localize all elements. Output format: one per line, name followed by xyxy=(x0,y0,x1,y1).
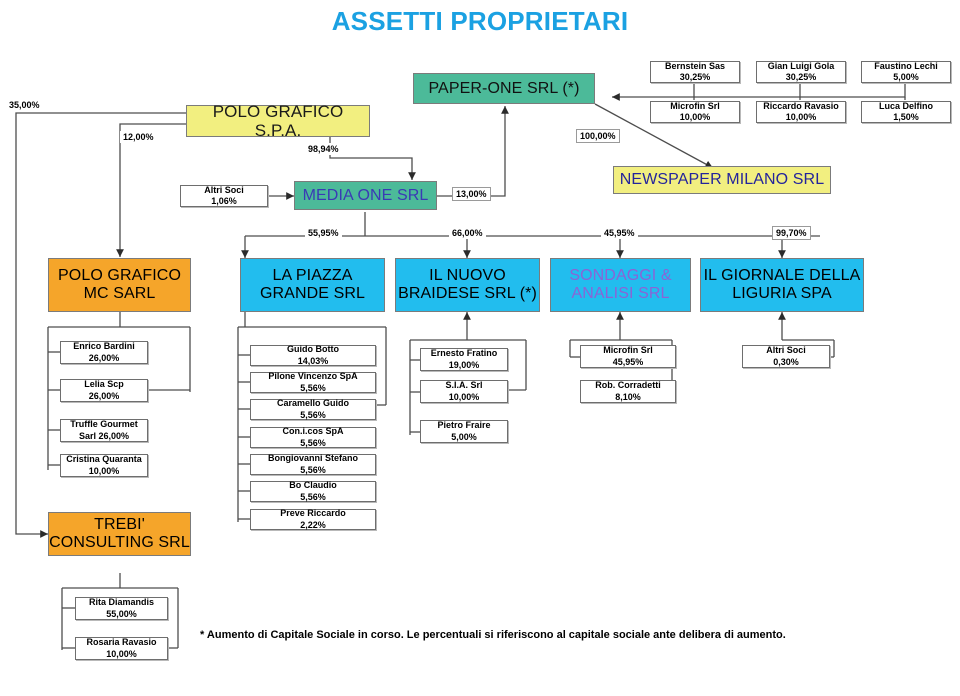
edge-label-polo-to-media: 98,94% xyxy=(305,143,342,155)
company-sondaggi-analisi[interactable]: SONDAGGI & ANALISI SRL xyxy=(550,258,691,312)
shareholder-pct: 5,56% xyxy=(300,409,326,420)
shareholder-name: Bo Claudio xyxy=(289,480,337,491)
shareholder-pct: 30,25% xyxy=(785,72,817,82)
shareholder-pct: 55,00% xyxy=(106,608,137,619)
shareholder-name: Rita Diamandis xyxy=(88,597,155,608)
shareholder-pct: 10,00% xyxy=(448,391,480,402)
shareholder-pct: 26,00% xyxy=(88,390,120,401)
shareholder-name: Rosaria Ravasio xyxy=(86,637,157,648)
company-il-giornale-liguria[interactable]: IL GIORNALE DELLA LIGURIA SPA xyxy=(700,258,864,312)
shareholder-pct: 5,56% xyxy=(300,437,326,448)
shareholder-name: Microfin Srl xyxy=(603,345,653,356)
shareholder-pct: 14,03% xyxy=(297,355,329,366)
shareholder-name: Altri Soci xyxy=(204,184,244,195)
shareholder-pct: 2,22% xyxy=(300,519,326,530)
shareholder-name: Rob. Corradetti xyxy=(595,380,661,391)
edge-label-polo-to-trebi: 12,00% xyxy=(120,131,157,143)
company-la-piazza-grande[interactable]: LA PIAZZA GRANDE SRL xyxy=(240,258,385,312)
shareholder-pct: 5,56% xyxy=(300,464,326,475)
edge-label-media-to-braidese: 66,00% xyxy=(449,227,486,239)
shareholder-pct: 5,56% xyxy=(300,491,326,502)
shareholder-name: Truffle Gourmet xyxy=(70,419,138,430)
shareholder-pct: 10,00% xyxy=(785,112,817,122)
shareholder-name: Luca Delfino xyxy=(878,100,933,111)
shareholder-pct: 5,56% xyxy=(300,382,326,393)
shareholder-pct: 10,00% xyxy=(679,112,711,122)
shareholder-pct: 5,00% xyxy=(451,431,477,442)
shareholder-name: Microfin Srl xyxy=(670,100,720,111)
shareholder-pct: 1,50% xyxy=(893,112,919,122)
company-media-one[interactable]: MEDIA ONE SRL xyxy=(294,181,437,210)
shareholder-name: Lelia Scp xyxy=(84,379,124,390)
edge-label-media-to-sondaggi: 45,95% xyxy=(601,227,638,239)
edge-label-media-to-piazza: 55,95% xyxy=(305,227,342,239)
shareholder-name: Pietro Fraire xyxy=(437,420,491,431)
shareholder-pct: 26,00% xyxy=(88,352,120,363)
edge-label-paper-to-news: 100,00% xyxy=(576,129,620,143)
shareholder-name: Cristina Quaranta xyxy=(66,454,142,465)
shareholder-pct: 19,00% xyxy=(448,359,480,370)
shareholder-name: Gian Luigi Gola xyxy=(767,60,835,71)
company-polo-grafico-spa[interactable]: POLO GRAFICO S.P.A. xyxy=(186,102,370,140)
page-title: ASSETTI PROPRIETARI xyxy=(331,6,629,36)
shareholder-pct: 45,95% xyxy=(612,356,644,367)
shareholder-name: Pilone Vincenzo SpA xyxy=(268,371,358,382)
edge-label-media-to-liguria: 99,70% xyxy=(772,226,811,240)
shareholder-name: Riccardo Ravasio xyxy=(763,100,839,111)
shareholder-name: Caramello Guido xyxy=(276,398,349,409)
shareholder-name: Faustino Lechi xyxy=(874,60,938,71)
company-trebi-consulting[interactable]: TREBI' CONSULTING SRL xyxy=(48,512,191,556)
edge-label-polo-to-mc: 35,00% xyxy=(6,99,43,111)
shareholder-pct: 5,00% xyxy=(893,72,919,82)
shareholder-name: Ernesto Fratino xyxy=(430,348,498,359)
shareholder-name: Enrico Bardini xyxy=(73,341,135,352)
edge-label-media-to-paper: 13,00% xyxy=(452,187,491,201)
shareholder-pct: 0,30% xyxy=(773,356,799,367)
shareholder-name: Bongiovanni Stefano xyxy=(268,453,358,464)
shareholder-pct: 10,00% xyxy=(106,648,137,659)
company-polo-grafico-mc[interactable]: POLO GRAFICO MC SARL xyxy=(48,258,191,312)
footnote: * Aumento di Capitale Sociale in corso. … xyxy=(200,629,786,641)
company-newspaper-milano[interactable]: NEWSPAPER MILANO SRL xyxy=(613,166,831,194)
shareholder-pct: 8,10% xyxy=(615,391,641,402)
company-il-nuovo-braidese[interactable]: IL NUOVO BRAIDESE SRL (*) xyxy=(395,258,540,312)
company-paper-one[interactable]: PAPER-ONE SRL (*) xyxy=(413,73,595,104)
shareholder-name: Guido Botto xyxy=(287,344,339,355)
shareholder-pct: 1,06% xyxy=(211,196,237,206)
shareholder-name: Altri Soci xyxy=(766,345,806,356)
shareholder-name: Preve Riccardo xyxy=(280,508,346,519)
shareholder-pct: Sarl 26,00% xyxy=(78,430,130,441)
shareholder-pct: 30,25% xyxy=(679,72,711,82)
shareholder-name: Bernstein Sas xyxy=(664,60,726,71)
shareholder-pct: 10,00% xyxy=(88,465,120,476)
shareholder-name: Con.i.cos SpA xyxy=(282,426,344,437)
shareholder-name: S.I.A. Srl xyxy=(445,380,483,391)
